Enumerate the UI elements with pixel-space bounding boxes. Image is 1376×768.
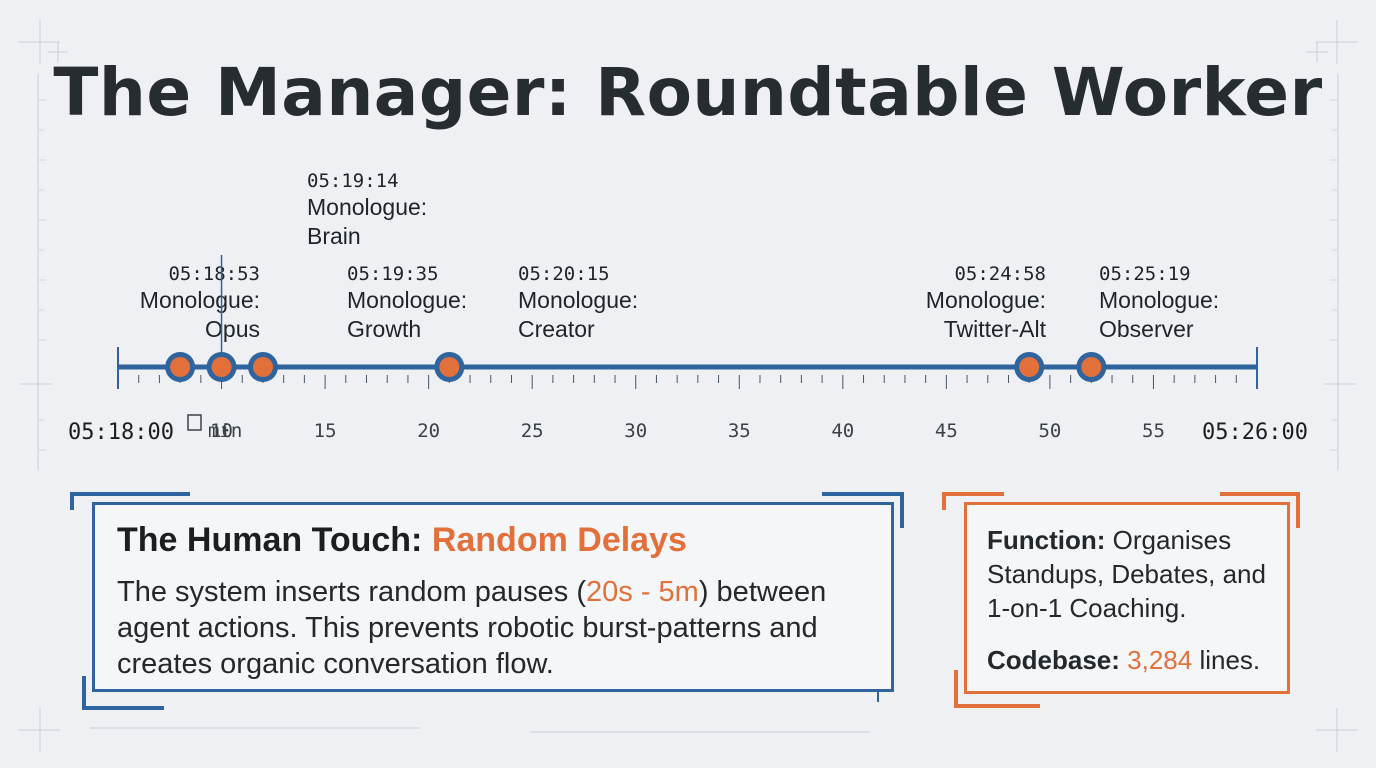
event-marker xyxy=(1019,357,1040,377)
event-marker xyxy=(252,357,273,377)
event-time: 05:25:19 xyxy=(1099,263,1191,285)
timeline-tick-label: 40 xyxy=(831,420,854,442)
timeline-tick-label: 30 xyxy=(624,420,647,442)
event-time: 05:24:58 xyxy=(954,263,1046,285)
timeline-tick-label: 35 xyxy=(728,420,751,442)
event-time: 05:19:35 xyxy=(347,263,439,285)
event-time: 05:19:14 xyxy=(307,170,399,192)
event-label: Monologue: xyxy=(307,194,427,220)
event-label: Monologue: xyxy=(347,287,467,313)
function-label: Function: xyxy=(987,525,1106,555)
event-name: Growth xyxy=(347,316,421,342)
function-text: Organises Standups, Debates, and 1-on-1 … xyxy=(987,525,1266,623)
human-touch-heading-highlight: Random Delays xyxy=(431,521,687,559)
timeline-tick-label: 45 xyxy=(935,420,958,442)
timeline-end-label: 05:26:00 xyxy=(1202,420,1308,445)
unit-icon xyxy=(187,414,202,431)
delay-range: 20s - 5m xyxy=(586,576,699,608)
event-label: Monologue: xyxy=(140,287,260,313)
codebase-info: Codebase: 3,284 lines. xyxy=(987,643,1267,677)
timeline-tick-label: 25 xyxy=(521,420,544,442)
timeline-tick-label: 55 xyxy=(1142,420,1165,442)
event-marker xyxy=(211,357,232,377)
human-touch-body-after: ) between agent actions. This prevents r… xyxy=(117,576,827,680)
event-label: Monologue: xyxy=(1099,287,1219,313)
event-marker xyxy=(170,357,191,377)
event-label: Monologue: xyxy=(926,287,1046,313)
timeline-tick-label: 50 xyxy=(1038,420,1061,442)
codebase-suffix: lines. xyxy=(1192,645,1261,675)
function-description: Function: Organises Standups, Debates, a… xyxy=(987,523,1267,625)
page-title: The Manager: Roundtable Worker xyxy=(53,54,1323,131)
timeline-unit-label: min xyxy=(208,420,242,442)
human-touch-body-before: The system inserts random pauses ( xyxy=(117,576,587,608)
timeline-tick-label: 15 xyxy=(314,420,337,442)
timeline-tick-label: 20 xyxy=(417,420,440,442)
human-touch-heading-prefix: The Human Touch: xyxy=(117,521,432,559)
event-name: Opus xyxy=(205,316,260,342)
function-card: Function: Organises Standups, Debates, a… xyxy=(964,502,1290,694)
codebase-label: Codebase: xyxy=(987,645,1120,675)
timeline: 10 15 20 25 30 35 40 45 50 55 05:18:00 05:26:00 min 0… xyxy=(68,170,1308,445)
codebase-value: 3,284 xyxy=(1127,645,1193,675)
timeline-start-label: 05:18:00 xyxy=(68,420,174,445)
event-marker xyxy=(1081,357,1102,377)
event-name: Observer xyxy=(1099,316,1194,342)
event-name: Creator xyxy=(518,316,595,342)
event-time: 05:20:15 xyxy=(518,263,610,285)
event-label: Monologue: xyxy=(518,287,638,313)
timeline-tick-label: 10 xyxy=(210,420,233,442)
human-touch-heading: The Human Touch: Random Delays xyxy=(117,521,869,560)
human-touch-card: The Human Touch: Random Delays The syste… xyxy=(92,502,894,692)
human-touch-body: The system inserts random pauses (20s - … xyxy=(117,574,869,682)
event-name: Brain xyxy=(307,223,361,249)
event-name: Twitter-Alt xyxy=(944,316,1047,342)
event-time: 05:18:53 xyxy=(168,263,260,285)
event-marker xyxy=(439,357,460,377)
